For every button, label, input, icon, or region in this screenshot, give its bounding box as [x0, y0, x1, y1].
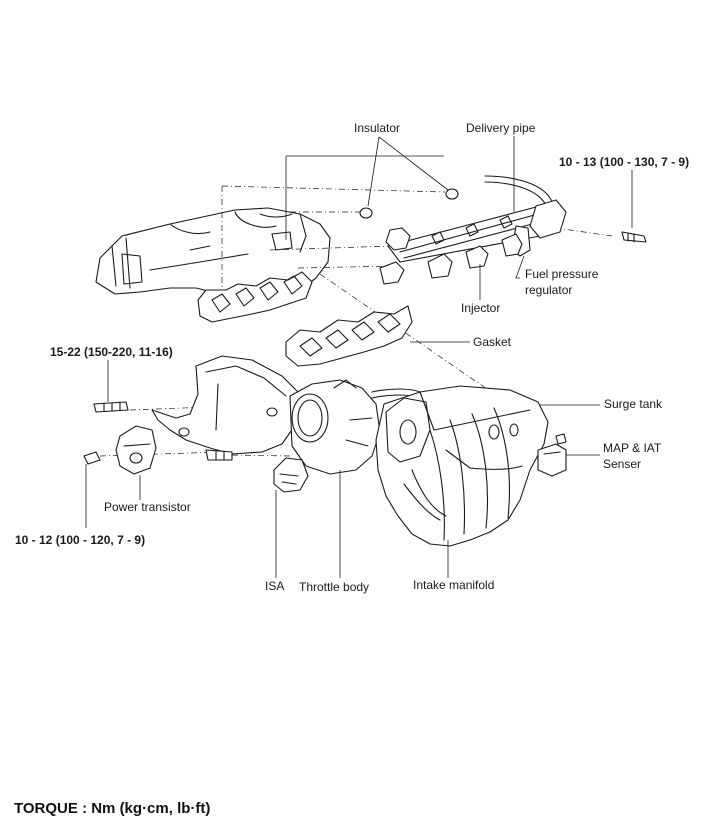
throttle-body-drawing: [289, 379, 421, 475]
label-insulator: Insulator: [354, 121, 401, 135]
label-gasket: Gasket: [473, 335, 512, 349]
torque-units-footer: TORQUE : Nm (kg·cm, lb·ft): [14, 800, 211, 817]
bracket-drawing: [151, 355, 303, 455]
label-power-transistor: Power transistor: [104, 500, 191, 514]
isa-drawing: [273, 457, 309, 493]
label-torque-power-transistor: 10 - 12 (100 - 120, 7 - 9): [15, 533, 146, 547]
delivery-pipe-drawing: [379, 175, 567, 285]
map-iat-sensor-drawing: [537, 433, 567, 477]
label-surge-tank: Surge tank: [604, 397, 663, 411]
label-map-iat-line2: Senser: [603, 457, 642, 471]
label-delivery-pipe: Delivery pipe: [466, 121, 536, 135]
label-torque-delivery-bolt: 10 - 13 (100 - 130, 7 - 9): [559, 155, 690, 169]
head-gasket-drawing: [197, 271, 313, 323]
label-fuel-pressure-regulator-line2: regulator: [525, 283, 573, 297]
manifold-gasket-drawing: [285, 305, 413, 367]
label-throttle-body: Throttle body: [299, 580, 370, 594]
label-fuel-pressure-regulator-line1: Fuel pressure: [525, 267, 599, 281]
intake-manifold-drawing: [375, 385, 549, 547]
label-torque-intake-bolt: 15-22 (150-220, 11-16): [50, 345, 173, 359]
leader-lines: [85, 136, 633, 578]
bolt-transistor-drawing: [83, 451, 101, 465]
label-map-iat-line1: MAP & IAT: [603, 441, 662, 455]
bolt-throttle-drawing: [205, 449, 233, 461]
label-intake-manifold: Intake manifold: [413, 578, 495, 592]
bolt-intake-drawing: [93, 401, 129, 413]
power-transistor-drawing: [115, 425, 157, 475]
label-injector: Injector: [461, 301, 501, 315]
delivery-bolt-drawing: [621, 231, 647, 243]
cylinder-head-drawing: [95, 207, 331, 297]
label-isa: ISA: [265, 579, 285, 593]
insulator-drawing: [359, 188, 459, 219]
